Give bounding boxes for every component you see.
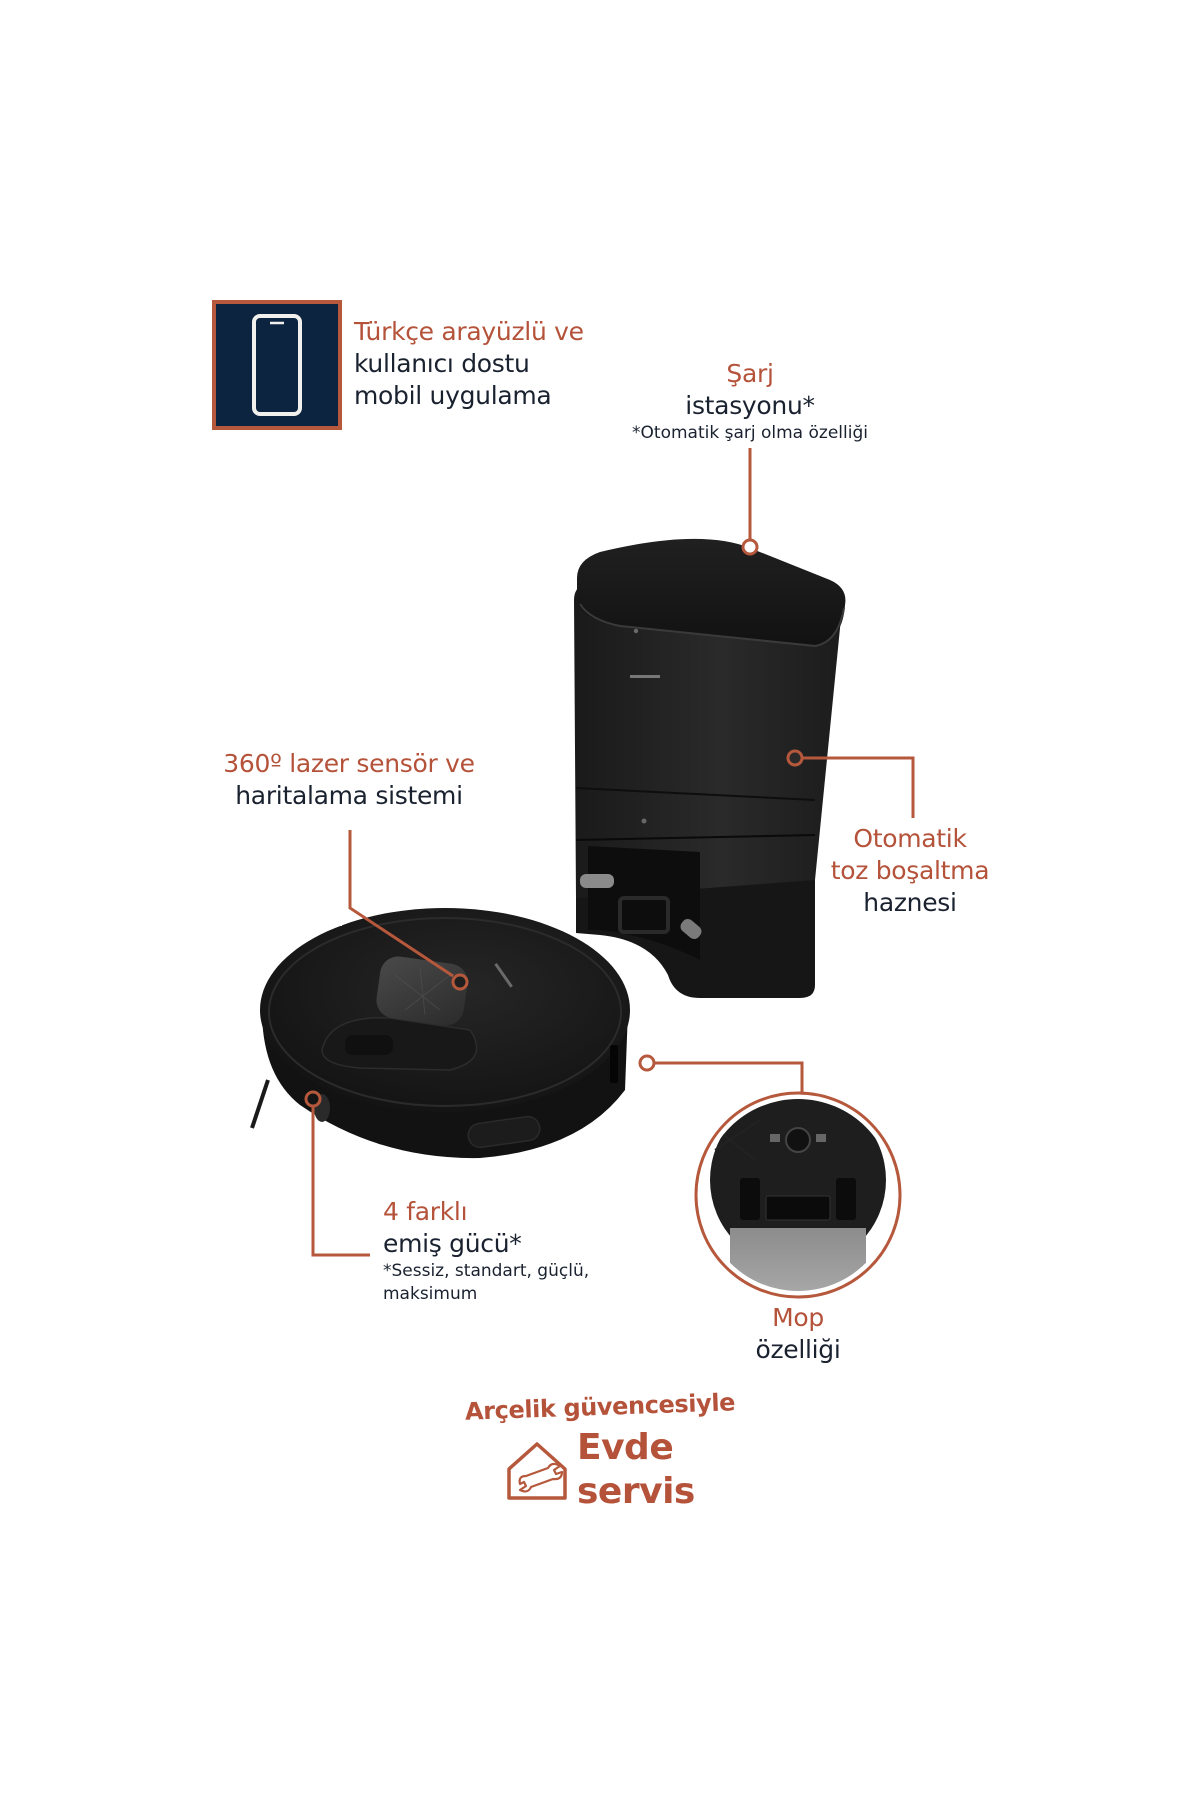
callout-lines xyxy=(304,448,915,1257)
robot-logo-mark xyxy=(494,962,513,988)
callout-dot-mop xyxy=(638,1054,656,1072)
badge-line2: servis xyxy=(577,1471,695,1512)
robot-vacuum-image xyxy=(250,908,630,1159)
suction-note-1: *Sessiz, standart, güçlü, xyxy=(383,1261,590,1281)
station-lid xyxy=(577,538,846,645)
smartphone-icon xyxy=(252,314,302,416)
callout-line-lidar xyxy=(348,830,454,978)
callout-dot-station xyxy=(741,538,759,556)
station-subtitle: istasyonu* xyxy=(685,391,815,420)
lidar-feature: 360º lazer sensör ve haritalama sistemi xyxy=(223,748,475,812)
mobile-app-line3: mobil uygulama xyxy=(354,381,552,410)
dust-bin-feature: Otomatik toz boşaltma haznesi xyxy=(831,823,990,919)
station-logo-mark xyxy=(630,675,660,678)
station-note: *Otomatik şarj olma özelliği xyxy=(632,423,868,443)
mobile-app-line1: Türkçe arayüzlü ve xyxy=(354,317,584,346)
callout-dot-suction xyxy=(304,1090,322,1108)
station-title: Şarj xyxy=(726,359,774,388)
mop-title: Mop xyxy=(772,1303,824,1332)
suction-note-2: maksimum xyxy=(383,1284,478,1304)
callout-line-suction xyxy=(311,1106,370,1257)
charging-station-feature: Şarj istasyonu* *Otomatik şarj olma özel… xyxy=(632,358,868,445)
house-wrench-icon xyxy=(507,1442,567,1500)
lidar-line1: 360º lazer sensör ve xyxy=(223,749,475,778)
callout-line-mop xyxy=(654,1061,804,1093)
charging-station-image xyxy=(574,538,846,998)
mop-inset-image xyxy=(694,1091,902,1299)
lidar-turret xyxy=(376,956,468,1026)
suction-feature: 4 farklı emiş gücü* *Sessiz, standart, g… xyxy=(383,1196,589,1306)
mobile-app-feature: Türkçe arayüzlü ve kullanıcı dostu mobil… xyxy=(354,316,584,412)
dustbin-line1: Otomatik xyxy=(853,824,967,853)
mobile-app-icon-box xyxy=(212,300,342,430)
station-body xyxy=(574,582,842,898)
suction-title: 4 farklı xyxy=(383,1197,468,1226)
callout-line-dustbin xyxy=(802,756,915,818)
station-contact-left xyxy=(580,874,614,888)
badge-line1: Evde xyxy=(577,1427,674,1468)
mop-feature: Mop özelliği xyxy=(755,1302,840,1366)
suction-subtitle: emiş gücü* xyxy=(383,1229,522,1258)
dustbin-line2: toz boşaltma xyxy=(830,856,990,885)
station-contact-right xyxy=(680,919,702,939)
dustbin-line3: haznesi xyxy=(863,888,957,917)
lidar-line2: haritalama sistemi xyxy=(235,781,463,810)
callout-dot-dustbin xyxy=(786,749,804,767)
mop-pad xyxy=(730,1228,866,1291)
callout-dot-lidar xyxy=(451,973,469,991)
mop-subtitle: özelliği xyxy=(755,1335,841,1364)
mobile-app-line2: kullanıcı dostu xyxy=(354,349,530,378)
